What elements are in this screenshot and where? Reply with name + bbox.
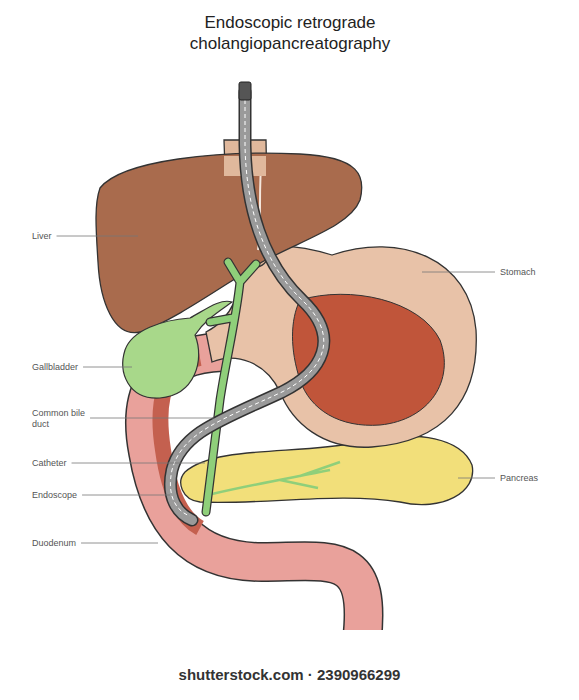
part-label: Common bile duct bbox=[32, 408, 88, 430]
part-label: Gallbladder bbox=[32, 362, 78, 373]
part-label: Liver bbox=[32, 231, 52, 242]
jejunum-end bbox=[339, 630, 385, 650]
leader-line bbox=[57, 236, 138, 237]
endoscope-tube-outline bbox=[170, 92, 323, 520]
bile-duct-fill bbox=[206, 262, 256, 512]
leader-line bbox=[83, 367, 132, 368]
part-label: Stomach bbox=[500, 267, 536, 278]
leader-line bbox=[72, 463, 205, 464]
pancreatic-duct bbox=[212, 462, 340, 494]
endoscope-tube-dash bbox=[170, 100, 323, 516]
part-label: Pancreas bbox=[500, 473, 538, 484]
part-label: Catheter bbox=[32, 458, 67, 469]
leader-line bbox=[82, 495, 170, 496]
watermark: shutterstock.com · 2390966299 bbox=[0, 666, 579, 683]
gallbladder-shape bbox=[123, 301, 232, 398]
leader-line bbox=[81, 543, 158, 544]
liver-shape bbox=[96, 153, 362, 333]
bile-duct bbox=[206, 262, 256, 512]
part-label: Endoscope bbox=[32, 490, 77, 501]
endoscope-handle bbox=[239, 82, 251, 100]
leader-lines bbox=[57, 236, 495, 543]
leader-line bbox=[422, 272, 495, 273]
part-label: Duodenum bbox=[32, 538, 76, 549]
pancreas-shape bbox=[181, 436, 473, 505]
diagram-title: Endoscopic retrograde cholangiopancreato… bbox=[150, 12, 430, 55]
leader-line bbox=[90, 418, 214, 419]
endoscope-tube bbox=[170, 92, 323, 520]
leader-line bbox=[458, 478, 495, 479]
